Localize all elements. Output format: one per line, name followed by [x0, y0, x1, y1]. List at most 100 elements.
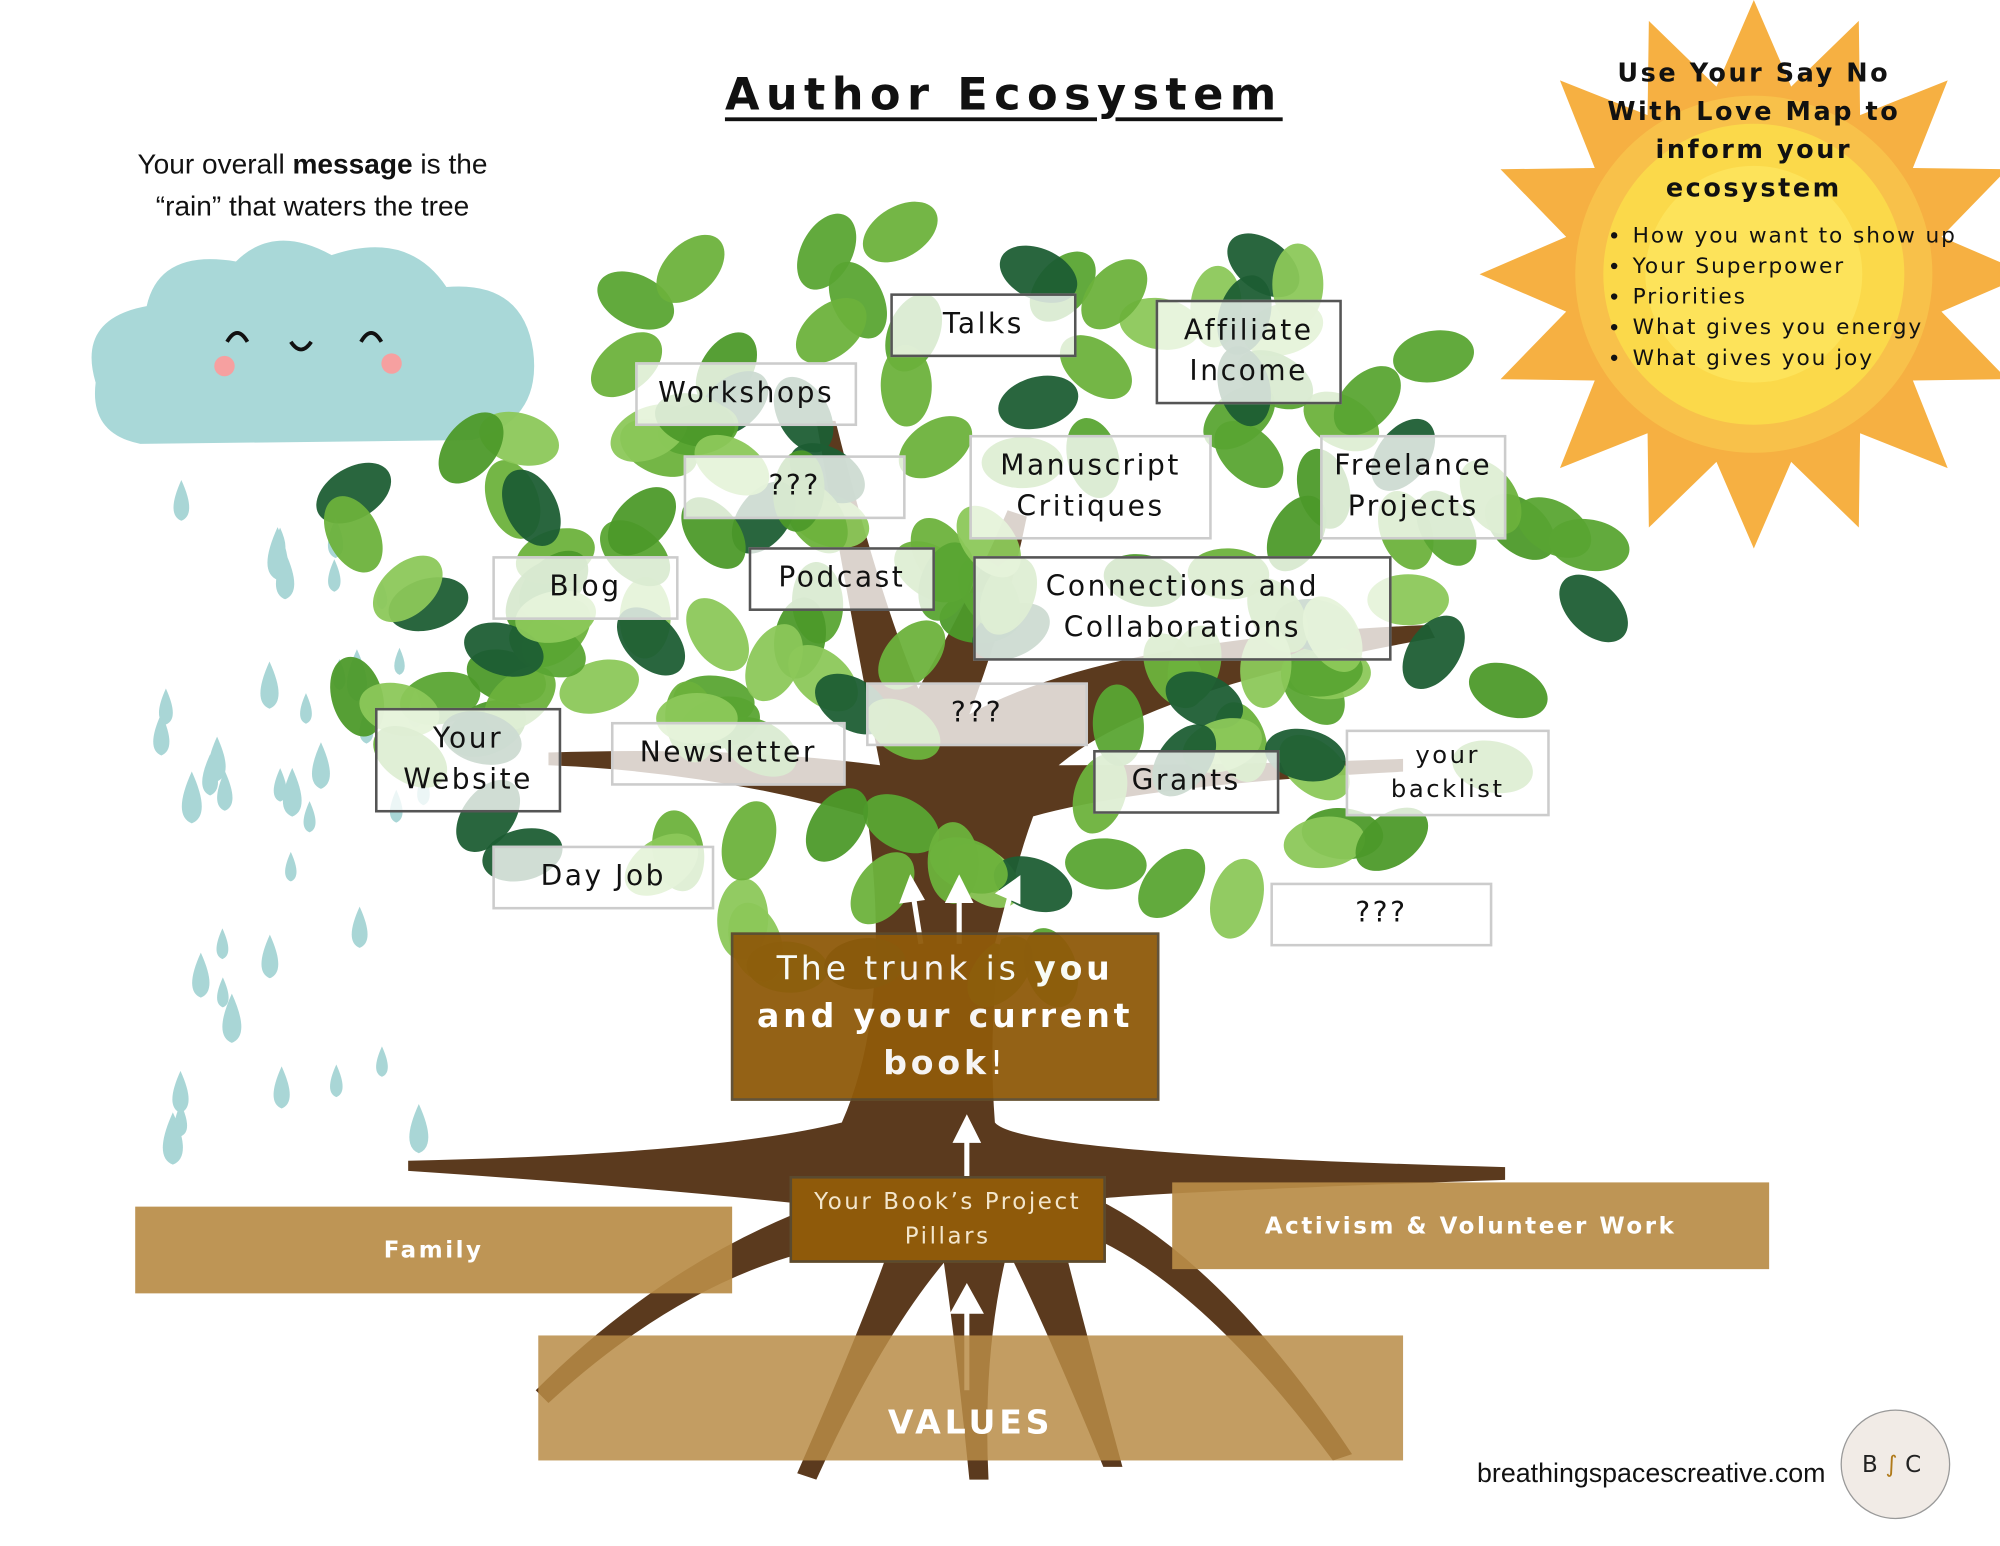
rain-drop	[153, 713, 170, 756]
label-affiliate-income: Affiliate Income	[1155, 299, 1342, 405]
trunk-text: !	[989, 1044, 1008, 1083]
root-values: VALUES	[538, 1335, 1404, 1461]
rain-drop	[208, 736, 226, 782]
label-newsletter: Newsletter	[610, 721, 846, 786]
leaf	[616, 607, 686, 676]
leaf	[1059, 335, 1132, 400]
leaf	[438, 412, 504, 484]
leaf	[863, 794, 940, 854]
sun-list-item: What gives you joy	[1633, 343, 1957, 374]
leaf	[795, 298, 867, 364]
rain-drop	[394, 647, 405, 675]
label-manuscript-critiques: Manuscript Critiques	[969, 434, 1212, 540]
caption-bold: message	[292, 147, 413, 180]
leaf	[1210, 858, 1264, 939]
leaf	[1264, 728, 1346, 782]
leaf	[323, 496, 383, 573]
leaf	[898, 416, 973, 479]
trunk-text-bold: and your current	[756, 997, 1134, 1036]
rain-drop	[172, 1070, 189, 1114]
rain-drop	[217, 977, 229, 1008]
leaf	[607, 487, 676, 556]
rain-drop	[158, 688, 173, 725]
caption-text: Your overall	[137, 147, 293, 180]
sun-icon	[1479, 0, 2000, 549]
label-workshops: Workshops	[635, 362, 858, 427]
label-podcast: Podcast	[748, 547, 935, 611]
rain-drop	[311, 742, 330, 789]
leaf	[797, 213, 857, 290]
rain-drop	[217, 770, 233, 811]
leaf	[1393, 330, 1474, 383]
rain-drop	[303, 801, 316, 833]
rain-drop	[409, 1103, 429, 1154]
leaf	[805, 788, 869, 862]
leaf	[1355, 807, 1429, 871]
rain-caption: Your overall message is the “rain” that …	[89, 143, 535, 227]
rain-drop	[275, 551, 295, 600]
rain-drop	[330, 1064, 343, 1098]
leaf	[862, 201, 938, 263]
rain-drop	[222, 993, 242, 1043]
leaf	[745, 624, 803, 702]
rain-drop	[173, 480, 190, 521]
leaf	[1548, 518, 1630, 572]
leaf	[559, 659, 639, 714]
sun-list-item: Priorities	[1633, 282, 1957, 313]
pillars-box: Your Book’s Project Pillars	[789, 1176, 1106, 1263]
sun-list-item: How you want to show up	[1633, 221, 1957, 252]
label-unknown: ???	[866, 682, 1089, 747]
rain-drop	[285, 851, 297, 882]
caption-text: “rain” that waters the tree	[155, 190, 470, 222]
leaf	[1165, 671, 1244, 729]
leaf	[999, 245, 1078, 303]
rain-drop	[261, 934, 279, 979]
website-link[interactable]: breathingspacescreative.com	[1477, 1459, 1826, 1489]
rain-drop	[174, 1103, 188, 1137]
trunk-box: The trunk is you and your current book!	[730, 932, 1160, 1101]
leaf	[1092, 684, 1144, 767]
label-connections: Connections and Collaborations	[973, 556, 1392, 661]
rain-drop	[216, 928, 229, 960]
trunk-text-bold: you	[1034, 950, 1114, 989]
rain-drop	[273, 1066, 290, 1109]
brand-logo: B∫C	[1840, 1409, 1951, 1520]
root-family: Family	[135, 1206, 733, 1294]
trunk-text: The trunk is	[776, 950, 1035, 989]
leaf	[1283, 816, 1365, 869]
leaf	[1065, 838, 1147, 890]
leaf	[998, 375, 1079, 430]
sun-heading: Use Your Say No With Love Map to inform …	[1607, 57, 1901, 203]
leaf	[721, 801, 777, 881]
leaf	[1559, 574, 1628, 643]
rain-drop	[260, 661, 279, 709]
leaf	[1402, 615, 1465, 690]
root-activism: Activism & Volunteer Work	[1172, 1182, 1770, 1270]
sun-list-item: What gives you energy	[1633, 312, 1957, 343]
label-your-website: Your Website	[374, 707, 562, 813]
rain-drop	[351, 906, 368, 948]
caption-text: is the	[412, 147, 488, 180]
rain-drop	[300, 693, 312, 724]
label-day-job: Day Job	[492, 845, 715, 910]
trunk-text-bold: book	[883, 1044, 990, 1083]
leaf	[1081, 259, 1148, 330]
leaf	[502, 469, 561, 546]
label-unknown: ???	[683, 455, 906, 520]
leaf	[656, 234, 725, 303]
label-blog: Blog	[492, 556, 679, 620]
leaf	[1138, 848, 1206, 918]
leaf	[880, 344, 932, 427]
leaf	[372, 555, 443, 623]
logo-letters: B∫C	[1862, 1450, 1929, 1478]
leaf	[850, 852, 915, 925]
rain-drop	[273, 768, 287, 802]
sun-list: How you want to show up Your Superpower …	[1605, 221, 1957, 374]
label-unknown: ???	[1270, 882, 1493, 947]
label-talks: Talks	[890, 293, 1077, 358]
leaf	[1333, 366, 1401, 436]
leaf	[686, 598, 749, 672]
cloud-icon	[91, 240, 535, 444]
label-freelance-projects: Freelance Projects	[1320, 434, 1507, 540]
label-grants: Grants	[1093, 749, 1280, 814]
